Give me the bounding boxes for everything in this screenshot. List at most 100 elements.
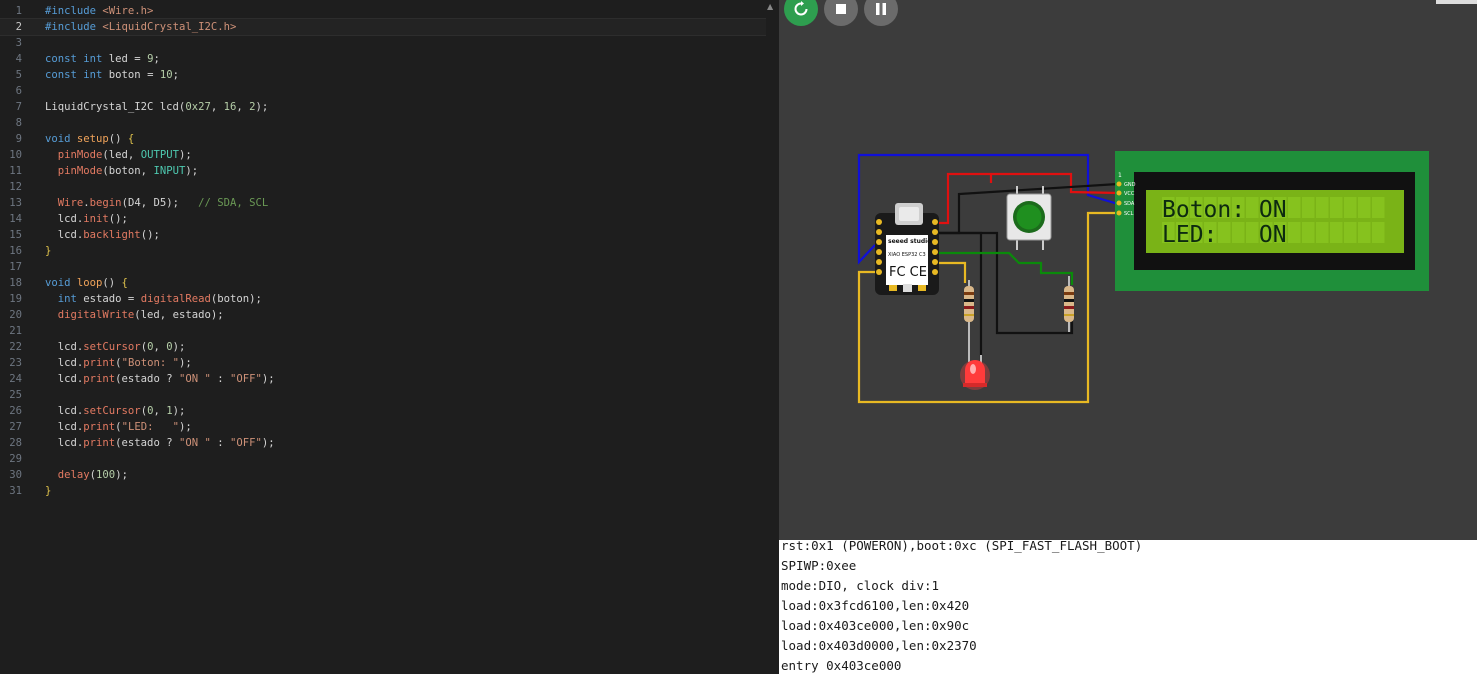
lcd-cell (1190, 197, 1203, 218)
code-line[interactable]: 6 (0, 83, 770, 99)
lcd-cell (1288, 222, 1301, 243)
wire-sda[interactable] (857, 153, 1119, 265)
code-token: Wire (45, 197, 84, 209)
code-token: (); (108, 213, 128, 225)
lcd-line-1: Boton: ON (1162, 197, 1287, 223)
lcd-cell (1358, 222, 1371, 243)
lcd-cell (1274, 197, 1287, 218)
simulation-canvas[interactable]: seeed studio XIAO ESP32 C3 FC CE (779, 0, 1477, 540)
code-token: () (102, 277, 122, 289)
code-token: , (236, 101, 250, 113)
code-token: "ON " (178, 437, 211, 449)
code-token: { (121, 277, 128, 289)
code-line[interactable]: 16} (0, 243, 770, 259)
push-button[interactable] (1006, 186, 1052, 250)
wires (857, 153, 1119, 404)
code-line[interactable]: 30 delay(100); (0, 467, 770, 483)
code-text: #include <Wire.h> (45, 3, 153, 19)
red-led[interactable] (960, 330, 990, 390)
code-token: ); (185, 165, 199, 177)
serial-monitor[interactable]: rst:0x1 (POWERON),boot:0xc (SPI_FAST_FLA… (779, 540, 1477, 674)
code-token: loop (76, 277, 103, 289)
lcd-1602-i2c[interactable]: Boton: ON LED: ON 1 GND VCC SDA SCL (1115, 151, 1429, 291)
code-line[interactable]: 13 Wire.begin(D4, D5); // SDA, SCL (0, 195, 770, 211)
stop-button[interactable] (824, 0, 858, 26)
code-token: 0 (166, 341, 173, 353)
restart-icon (794, 1, 808, 16)
wire-led[interactable] (939, 261, 967, 283)
code-token: ( (140, 405, 148, 417)
code-token: (boton, (102, 165, 154, 177)
code-line[interactable]: 17 (0, 259, 770, 275)
code-line[interactable]: 22 lcd.setCursor(0, 0); (0, 339, 770, 355)
code-line[interactable]: 21 (0, 323, 770, 339)
code-token: ( (89, 469, 97, 481)
code-token: () (108, 133, 128, 145)
code-token: (led, (102, 149, 141, 161)
code-token: 2 (249, 101, 256, 113)
code-token: "OFF" (229, 373, 262, 385)
code-line[interactable]: 14 lcd.init(); (0, 211, 770, 227)
code-line[interactable]: 29 (0, 451, 770, 467)
lcd-cell (1246, 222, 1259, 243)
code-token: (led, estado); (134, 309, 224, 321)
code-line[interactable]: 25 (0, 387, 770, 403)
lcd-cell (1316, 222, 1329, 243)
code-line[interactable]: 1#include <Wire.h> (0, 3, 770, 19)
wire-gnd-led[interactable] (939, 231, 983, 370)
code-token: 0 (147, 341, 154, 353)
code-line[interactable]: 2#include <LiquidCrystal_I2C.h> (0, 18, 771, 36)
code-token: ; (172, 69, 179, 81)
serial-line: rst:0x1 (POWERON),boot:0xc (SPI_FAST_FLA… (781, 540, 1143, 553)
code-token: 16 (223, 101, 237, 113)
code-line[interactable]: 11 pinMode(boton, INPUT); (0, 163, 770, 179)
code-line[interactable]: 31} (0, 483, 770, 499)
code-token: (boton); (210, 293, 262, 305)
wire-vcc[interactable] (939, 172, 1119, 225)
wire-gnd-resistor[interactable] (939, 231, 1074, 335)
code-editor[interactable]: 1#include <Wire.h>2#include <LiquidCryst… (0, 0, 771, 674)
code-line[interactable]: 20 digitalWrite(led, estado); (0, 307, 770, 323)
resistor-led[interactable] (964, 280, 974, 330)
code-token: 1 (166, 405, 173, 417)
code-token: <Wire.h> (102, 5, 154, 17)
lcd-cell (1246, 197, 1259, 218)
code-line[interactable]: 3 (0, 35, 770, 51)
board-brand: seeed studio (888, 238, 931, 245)
wire-button[interactable] (939, 251, 1074, 285)
scroll-up-arrow-icon[interactable]: ▲ (767, 2, 774, 11)
code-token: digitalWrite (45, 309, 135, 321)
code-token: pinMode (45, 165, 103, 177)
code-line[interactable]: 10 pinMode(led, OUTPUT); (0, 147, 770, 163)
resistor-button[interactable] (1064, 276, 1074, 332)
restart-button[interactable] (784, 0, 818, 26)
code-line[interactable]: 27 lcd.print("LED: "); (0, 419, 770, 435)
corner-widget[interactable] (1436, 0, 1477, 4)
code-text: lcd.print(estado ? "ON " : "OFF"); (45, 435, 275, 451)
code-token: } (45, 245, 52, 257)
lcd-line-2: LED: ON (1162, 222, 1287, 248)
xiao-esp32-c3-board[interactable]: seeed studio XIAO ESP32 C3 FC CE (875, 203, 939, 295)
code-line[interactable]: 19 int estado = digitalRead(boton); (0, 291, 770, 307)
code-line[interactable]: 28 lcd.print(estado ? "ON " : "OFF"); (0, 435, 770, 451)
code-line[interactable]: 23 lcd.print("Boton: "); (0, 355, 770, 371)
code-line[interactable]: 24 lcd.print(estado ? "ON " : "OFF"); (0, 371, 770, 387)
code-line[interactable]: 15 lcd.backlight(); (0, 227, 770, 243)
code-line[interactable]: 26 lcd.setCursor(0, 1); (0, 403, 770, 419)
code-token: LiquidCrystal_I2C lcd( (45, 101, 186, 113)
lcd-cell (1204, 197, 1217, 218)
code-line[interactable]: 12 (0, 179, 770, 195)
lcd-cell (1232, 197, 1245, 218)
code-line[interactable]: 8 (0, 115, 770, 131)
editor-scrollbar[interactable] (766, 0, 778, 674)
code-token: ); (178, 149, 192, 161)
lcd-cell (1274, 222, 1287, 243)
wire-scl[interactable] (857, 211, 1118, 404)
code-token: begin (89, 197, 122, 209)
pause-button[interactable] (864, 0, 898, 26)
